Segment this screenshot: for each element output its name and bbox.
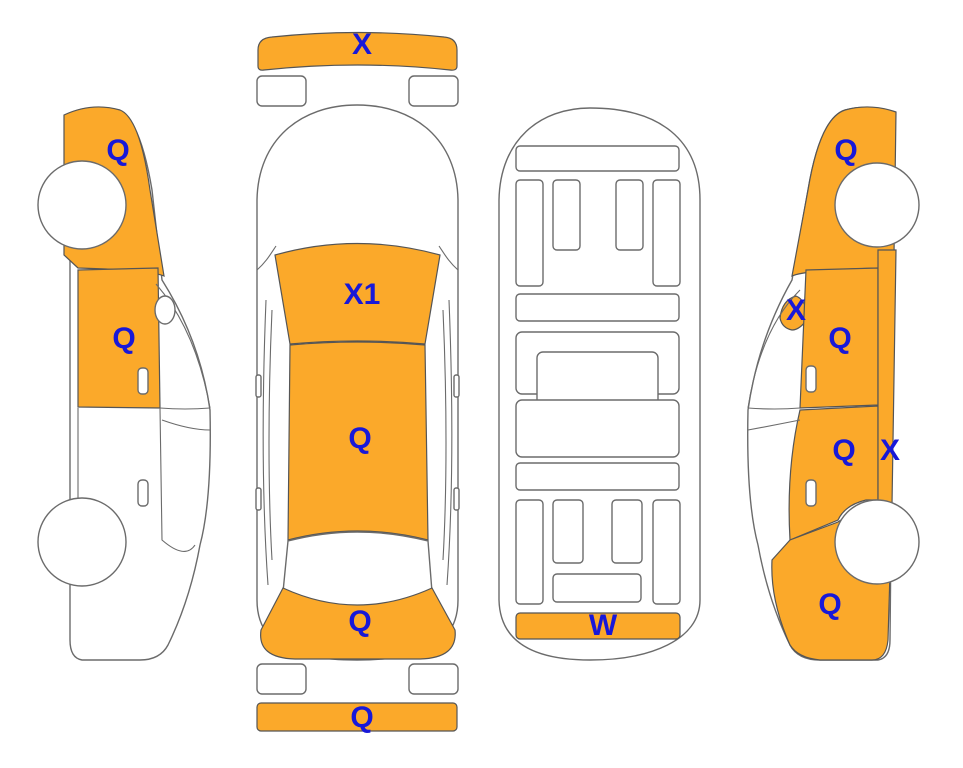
- right-front-door-label: Q: [828, 322, 851, 355]
- damage-labels: X X1 Q Q Q Q Q W Q X Q Q X Q: [106, 28, 900, 734]
- right-front-fender-label: Q: [834, 134, 857, 167]
- roof-label: Q: [348, 422, 371, 455]
- hood-panel[interactable]: [274, 242, 441, 345]
- left-front-fender-label: Q: [106, 134, 129, 167]
- front-bumper-panel[interactable]: [257, 31, 458, 71]
- left-side-view: [37, 106, 211, 661]
- left-rear-wheel: [37, 497, 127, 587]
- right-side-skirt-label: X: [880, 434, 900, 467]
- right-front-wheel: [834, 162, 920, 248]
- left-headlight: [256, 75, 307, 107]
- top-view: [255, 31, 460, 732]
- right-rear-door-label: Q: [832, 434, 855, 467]
- right-headlight: [408, 75, 459, 107]
- hood-label: X1: [344, 278, 381, 311]
- rear-bumper-panel[interactable]: [256, 702, 458, 732]
- underbody-rear-label: W: [589, 609, 618, 642]
- right-mirror-label: X: [786, 294, 806, 327]
- trunk-label: Q: [348, 605, 371, 638]
- left-taillight: [256, 663, 307, 695]
- right-taillight: [408, 663, 459, 695]
- front-bumper-label: X: [352, 28, 372, 61]
- right-side-view: [747, 106, 920, 661]
- left-front-wheel: [37, 160, 127, 250]
- left-front-door-label: Q: [112, 322, 135, 355]
- underbody-rear-panel[interactable]: [515, 612, 681, 640]
- trunk-panel[interactable]: [260, 587, 456, 660]
- roof-panel[interactable]: [287, 341, 429, 541]
- rear-bumper-label: Q: [350, 701, 373, 734]
- underbody-view: [498, 107, 701, 661]
- right-rear-wheel: [834, 499, 920, 585]
- right-rear-quarter-label: Q: [818, 588, 841, 621]
